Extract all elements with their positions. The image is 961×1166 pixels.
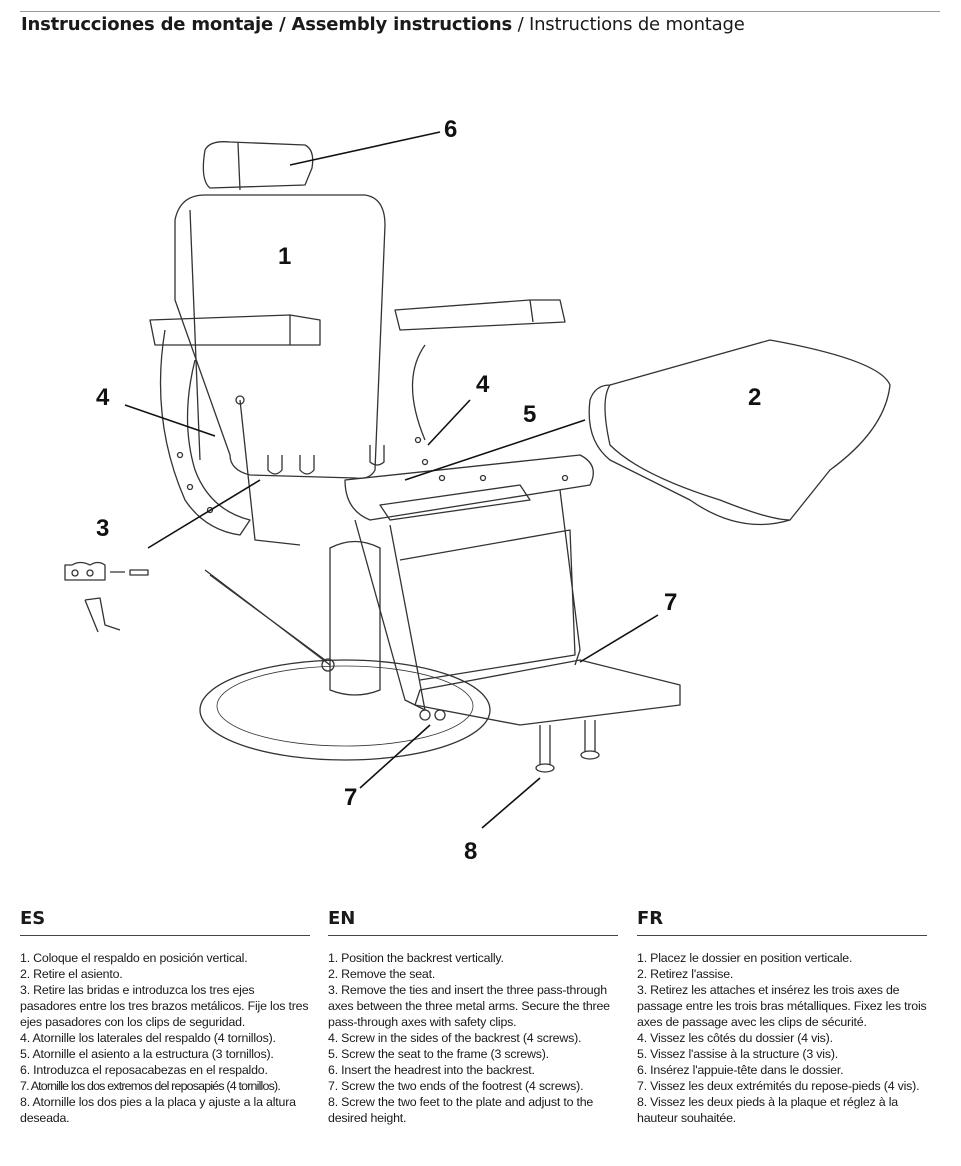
step-item: 2. Retirez l'assise.	[637, 967, 734, 981]
step-item: 8. Screw the two feet to the plate and a…	[328, 1095, 594, 1125]
title-fr: Instructions de montage	[528, 14, 745, 35]
step-item: 3. Retirez les attaches et insérez les t…	[637, 983, 927, 1029]
step-item: 7. Atornille los dos extremos del reposa…	[20, 1079, 281, 1093]
callout-4-left: 4	[96, 384, 110, 411]
instructions-es: ES 1. Coloque el respaldo en posición ve…	[20, 908, 310, 1126]
headrest	[202, 141, 314, 189]
front-frame	[354, 489, 581, 711]
left-armrest	[149, 314, 321, 346]
leader-lines	[124, 131, 659, 829]
title-separator: /	[512, 14, 529, 35]
footrest-feet	[539, 720, 596, 765]
step-item: 4. Screw in the sides of the backrest (4…	[328, 1031, 582, 1045]
step-item: 2. Remove the seat.	[328, 967, 436, 981]
callout-6: 6	[444, 116, 457, 143]
chair-assembly-diagram: 6 1 4 4 5 2 3 7 7 8	[64, 116, 891, 865]
step-item: 1. Coloque el respaldo en posición verti…	[20, 951, 248, 965]
divider	[328, 935, 618, 936]
step-item: 4. Atornille los laterales del respaldo …	[20, 1031, 276, 1045]
title-separator: /	[273, 14, 292, 35]
step-item: 8. Atornille los dos pies a la placa y a…	[20, 1095, 296, 1125]
steps-list: 1. Coloque el respaldo en posición verti…	[20, 950, 310, 1126]
language-heading: FR	[637, 908, 664, 929]
callout-5: 5	[523, 401, 536, 428]
step-item: 7. Vissez les deux extrémités du repose-…	[637, 1079, 920, 1093]
hydraulic-column	[329, 540, 381, 696]
callout-2: 2	[748, 384, 761, 411]
divider	[637, 935, 927, 936]
title-en: Assembly instructions	[291, 14, 513, 35]
step-item: 5. Vissez l'assise à la structure (3 vis…	[637, 1047, 839, 1061]
page-title: Instrucciones de montaje / Assembly inst…	[21, 14, 745, 35]
step-item: 4. Vissez les côtés du dossier (4 vis).	[637, 1031, 833, 1045]
step-item: 7. Screw the two ends of the footrest (4…	[328, 1079, 584, 1093]
backrest	[174, 194, 386, 479]
instructions-fr: FR 1. Placez le dossier en position vert…	[637, 908, 927, 1126]
steps-list: 1. Placez le dossier en position vertica…	[637, 950, 927, 1126]
seat-cushion	[588, 339, 891, 526]
top-rule	[20, 11, 940, 12]
language-heading: ES	[20, 908, 46, 929]
seat-frame	[344, 454, 594, 521]
language-heading: EN	[328, 908, 356, 929]
steps-list: 1. Position the backrest vertically. 2. …	[328, 950, 618, 1126]
callout-7-right: 7	[664, 589, 677, 616]
callout-3: 3	[96, 515, 109, 542]
callout-4-right: 4	[476, 371, 490, 398]
step-item: 8. Vissez les deux pieds à la plaque et …	[637, 1095, 898, 1125]
step-item: 2. Retire el asiento.	[20, 967, 123, 981]
step-item: 1. Placez le dossier en position vertica…	[637, 951, 853, 965]
instructions-en: EN 1. Position the backrest vertically. …	[328, 908, 618, 1126]
title-es: Instrucciones de montaje	[21, 14, 274, 35]
step-item: 3. Remove the ties and insert the three …	[328, 983, 610, 1029]
right-armrest	[394, 299, 566, 331]
callout-8: 8	[464, 838, 477, 865]
base-plate	[199, 659, 491, 761]
footrest	[414, 659, 681, 726]
callout-7-left: 7	[344, 784, 357, 811]
step-item: 3. Retire las bridas e introduzca los tr…	[20, 983, 309, 1029]
step-item: 6. Insérez l'appuie-tête dans le dossier…	[637, 1063, 844, 1077]
step-item: 6. Insert the headrest into the backrest…	[328, 1063, 535, 1077]
step-item: 1. Position the backrest vertically.	[328, 951, 504, 965]
step-item: 6. Introduzca el reposacabezas en el res…	[20, 1063, 268, 1077]
step-item: 5. Screw the seat to the frame (3 screws…	[328, 1047, 549, 1061]
pump-lever	[204, 399, 331, 666]
step-item: 5. Atornille el asiento a la estructura …	[20, 1047, 274, 1061]
callout-1: 1	[278, 243, 291, 270]
backrest-side-frame	[159, 329, 251, 536]
divider	[20, 935, 310, 936]
pass-through-axis-detail	[64, 561, 149, 633]
